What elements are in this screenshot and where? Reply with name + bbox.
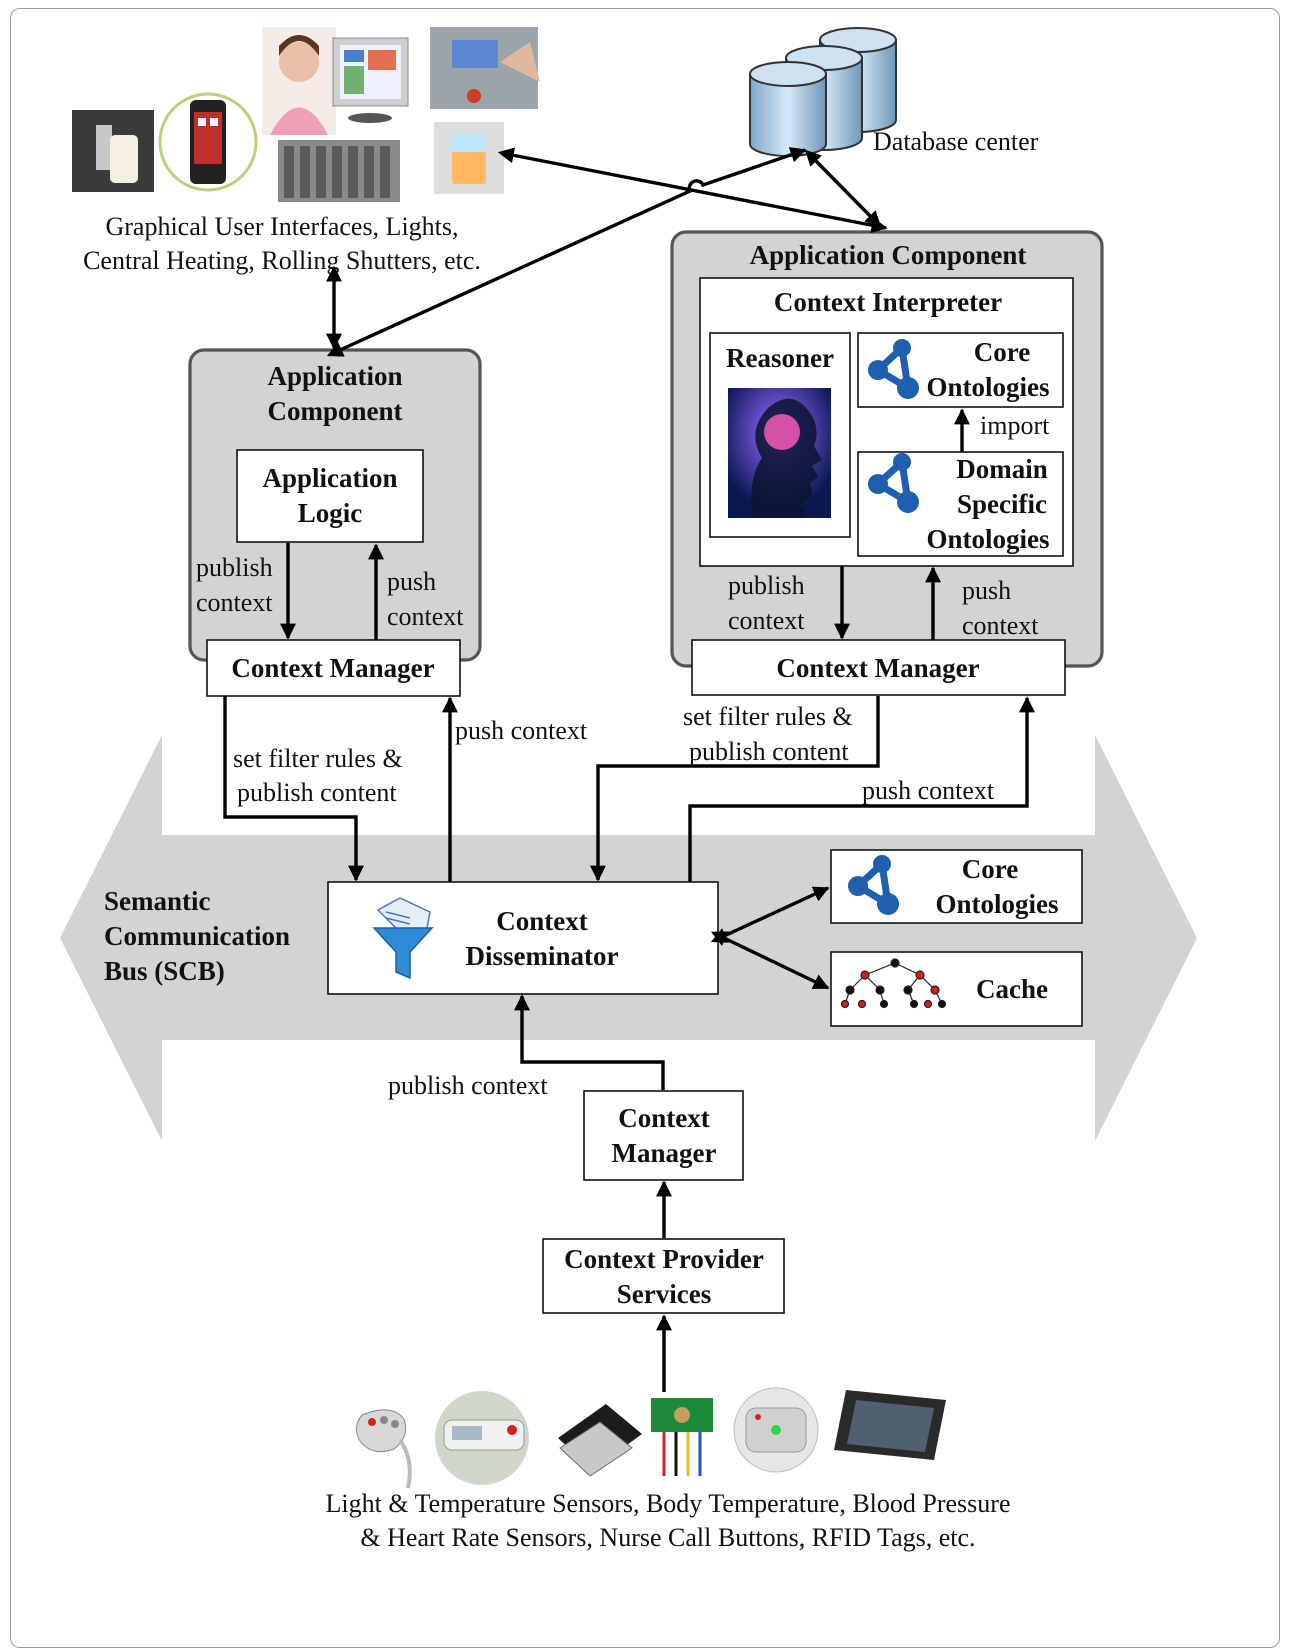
sensor-chip-icon — [834, 1390, 946, 1460]
right-push-label-2: context — [962, 611, 1039, 640]
computer-monitor-icon — [332, 37, 409, 123]
core-ontologies-top-line2: Ontologies — [926, 372, 1049, 402]
bottom-publish-arrow — [514, 994, 665, 1090]
bus-label-line3: Bus (SCB) — [104, 956, 225, 986]
application-logic-box — [236, 449, 424, 543]
bottom-context-manager-line2: Manager — [612, 1138, 717, 1168]
light-sensor-icon — [651, 1398, 713, 1476]
right-app-title: Application Component — [750, 240, 1027, 270]
right-context-manager-box — [691, 639, 1066, 696]
import-label: import — [980, 411, 1050, 440]
context-provider-line1: Context Provider — [564, 1244, 764, 1274]
left-push-label-1: push — [387, 567, 436, 596]
left-publish-label-2: context — [196, 588, 273, 617]
database-to-right-app-arrow — [804, 149, 882, 228]
domain-ontologies-line1: Domain — [956, 454, 1048, 484]
cache-label: Cache — [976, 974, 1048, 1004]
left-filter-arrow — [223, 696, 364, 882]
sensors-group — [356, 1387, 946, 1489]
control-panel-icon — [430, 27, 540, 109]
domain-ontologies-line2: Specific — [957, 489, 1047, 519]
bottom-context-manager-line1: Context — [618, 1103, 709, 1133]
context-provider-box — [542, 1238, 785, 1314]
radiator-icon — [278, 140, 400, 202]
rfid-tag-icon — [558, 1404, 642, 1477]
smartphone-icon — [158, 92, 258, 192]
wall-lamp-icon — [72, 110, 154, 192]
nurse-photo — [262, 27, 336, 135]
remote-button-icon — [356, 1409, 412, 1489]
core-ontologies-top-line1: Core — [974, 337, 1030, 367]
bottom-publish-label: publish context — [388, 1071, 548, 1100]
left-app-title-line1: Application — [267, 361, 402, 391]
left-filter-label-2: publish content — [237, 778, 397, 807]
right-filter-label-2: publish content — [689, 737, 849, 766]
right-push-context-label: push context — [862, 776, 995, 805]
domain-ontologies-line3: Ontologies — [926, 524, 1049, 554]
call-button-icon — [733, 1387, 819, 1473]
right-context-manager-label: Context Manager — [776, 653, 979, 683]
database-icon — [749, 27, 897, 157]
disseminator-line1: Context — [496, 906, 587, 936]
top-devices-caption-line2: Central Heating, Rolling Shutters, etc. — [83, 246, 481, 275]
reasoner-label: Reasoner — [726, 343, 834, 373]
cache-box — [830, 951, 1083, 1027]
core-ontologies-top-box — [857, 332, 1064, 408]
left-publish-label-1: publish — [196, 553, 273, 582]
top-devices-group — [72, 27, 540, 202]
disseminator-line2: Disseminator — [466, 941, 619, 971]
devices-to-right-app-arrow — [497, 147, 888, 234]
application-logic-line1: Application — [262, 463, 397, 493]
left-context-manager-box — [206, 639, 461, 697]
context-interpreter-title: Context Interpreter — [774, 287, 1002, 317]
right-push-label-1: push — [962, 576, 1011, 605]
disseminator-to-cache-arrow — [711, 931, 830, 990]
application-logic-line2: Logic — [298, 498, 363, 528]
right-filter-arrow — [590, 696, 880, 882]
wall-light-icon — [434, 122, 504, 194]
left-app-title-line2: Component — [267, 396, 402, 426]
top-devices-caption-line1: Graphical User Interfaces, Lights, — [105, 212, 458, 241]
funnel-document-icon — [372, 897, 434, 980]
left-push-label-2: context — [387, 602, 464, 631]
left-push-context-label: push context — [455, 716, 588, 745]
brain-icon — [728, 388, 831, 518]
right-publish-label-2: context — [728, 606, 805, 635]
tree-cache-icon — [840, 958, 947, 1009]
right-filter-label-1: set filter rules & — [683, 702, 853, 731]
right-push-context-arrow — [688, 696, 1035, 882]
right-publish-label-1: publish — [728, 571, 805, 600]
thermometer-icon — [435, 1391, 529, 1485]
sensors-caption-line2: & Heart Rate Sensors, Nurse Call Buttons… — [360, 1523, 975, 1552]
bus-core-ontologies-line2: Ontologies — [935, 889, 1058, 919]
bus-label-line2: Communication — [104, 921, 290, 951]
disseminator-to-ontologies-arrow — [710, 886, 830, 943]
context-provider-line2: Services — [617, 1279, 711, 1309]
sensors-caption-line1: Light & Temperature Sensors, Body Temper… — [326, 1489, 1011, 1518]
left-context-manager-label: Context Manager — [231, 653, 434, 683]
bus-core-ontologies-line1: Core — [962, 854, 1018, 884]
left-filter-label-1: set filter rules & — [233, 744, 403, 773]
bottom-context-manager-box — [583, 1090, 744, 1181]
bus-label-line1: Semantic — [104, 886, 211, 916]
database-label: Database center — [873, 127, 1039, 156]
bus-core-ontologies-box — [830, 849, 1083, 924]
